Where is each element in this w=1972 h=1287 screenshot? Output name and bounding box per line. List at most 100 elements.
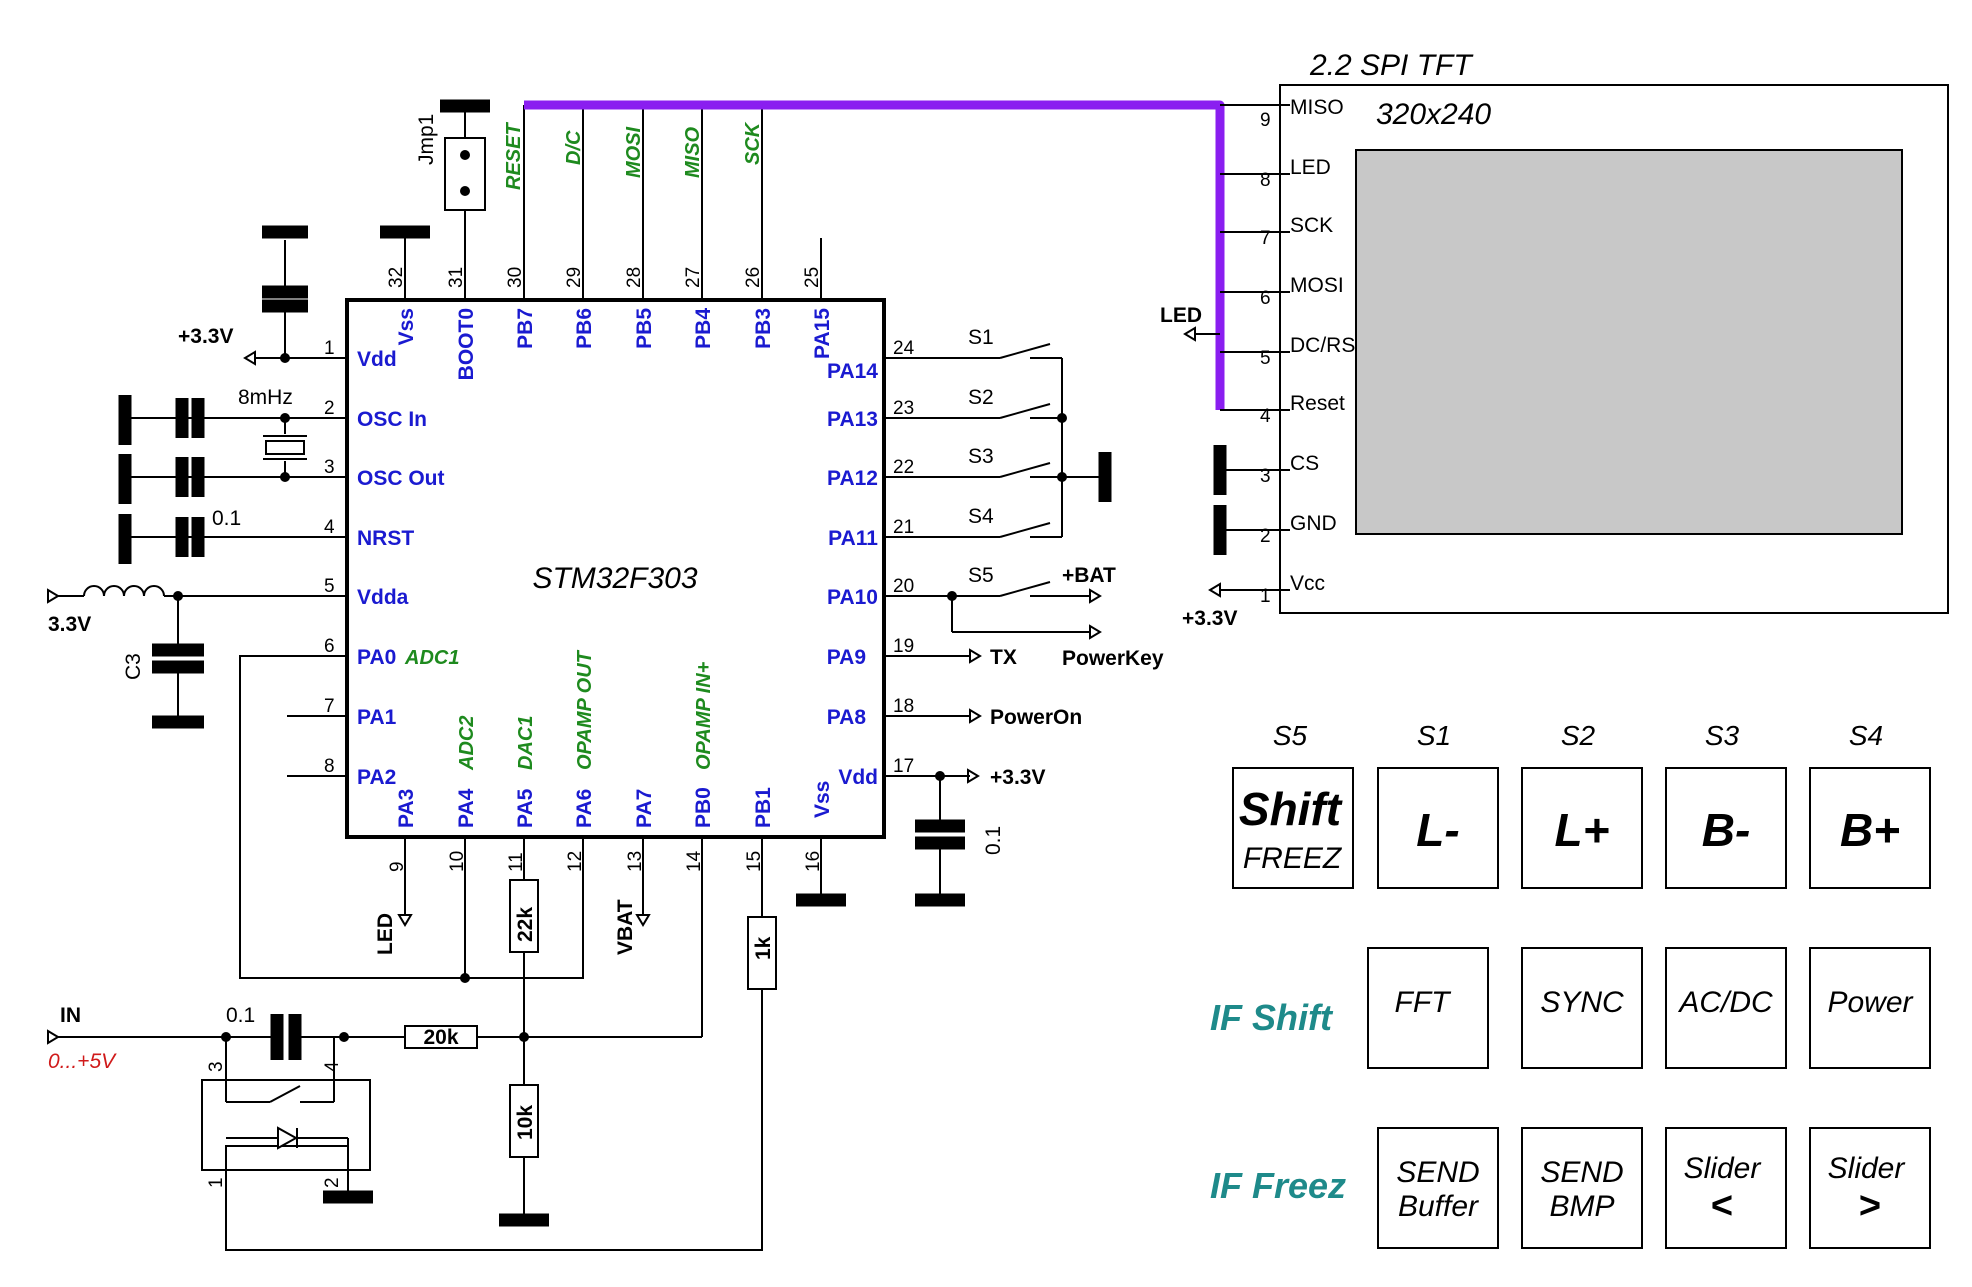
key-header: S2 (1561, 720, 1596, 751)
key-label: L+ (1555, 804, 1610, 856)
led-bottom-label: LED (374, 913, 397, 955)
key-sync (1521, 947, 1643, 1069)
pin-num: 21 (893, 517, 914, 538)
pin-name: PA11 (828, 527, 878, 550)
pin-name: PA3 (395, 789, 418, 828)
switch-group: S1 S2 S3 S4 (968, 326, 1112, 538)
in-range-label: 0...+5V (48, 1050, 117, 1073)
pin-num: 14 (684, 850, 705, 872)
tft-pin-num: 5 (1260, 348, 1271, 369)
key-fft (1367, 947, 1489, 1069)
key-label: Buffer (1398, 1190, 1479, 1223)
pin-num: 17 (893, 756, 914, 777)
pin-alt: SCK (742, 121, 764, 165)
key-acdc (1665, 947, 1787, 1069)
pin-alt: ADC1 (404, 647, 459, 669)
relay-pin2: 2 (322, 1177, 343, 1188)
tft-pin-num: 9 (1260, 110, 1271, 131)
relay-pin3: 3 (206, 1061, 227, 1072)
tft-resolution: 320x240 (1376, 98, 1491, 131)
pin-num: 31 (446, 267, 467, 288)
pin-alt: MISO (682, 126, 704, 178)
key-label: L- (1416, 804, 1459, 856)
tft-pin-num: 2 (1260, 526, 1271, 547)
cap-in-label: 0.1 (226, 1004, 255, 1027)
key-label: Shift (1239, 783, 1343, 835)
pin-alt: OPAMP IN+ (693, 661, 715, 770)
key-label: Power (1827, 986, 1913, 1019)
pin-num: 27 (683, 267, 704, 288)
pin-name: PA10 (827, 586, 878, 609)
pin-num: 15 (744, 851, 765, 872)
tft-pin-num: 7 (1260, 228, 1271, 249)
v33-right-label: +3.3V (990, 766, 1045, 789)
pin-num: 5 (324, 576, 335, 597)
mcu-body (345, 298, 886, 839)
v33-tft-label: +3.3V (1182, 607, 1237, 630)
r1k-label: 1k (752, 936, 775, 960)
pin-name: NRST (357, 527, 414, 550)
cap-label: 0.1 (212, 507, 241, 530)
tft-pin-name: GND (1290, 512, 1337, 535)
r22k-label: 22k (514, 907, 537, 942)
pin-num: 18 (893, 696, 914, 717)
pin-num: 11 (506, 852, 527, 872)
tft-pin-num: 3 (1260, 466, 1271, 487)
pin-num: 30 (505, 267, 526, 288)
pin-name: PA7 (633, 789, 656, 828)
r20k-label: 20k (423, 1026, 458, 1049)
pin-name: PA1 (357, 706, 397, 729)
key-header: S1 (1417, 720, 1451, 751)
signal-outputs: TX PowerOn (969, 646, 1082, 729)
tft-pin-name: LED (1290, 156, 1331, 179)
r10k-label: 10k (514, 1105, 537, 1140)
led-tft-label: LED (1160, 304, 1202, 327)
key-b-plus (1809, 767, 1931, 889)
pin-name: PB4 (692, 308, 715, 349)
keypad-legend: S5 S1 S2 S3 S4 Shift FREEZ L- L+ B- B+ I… (1210, 720, 1931, 1249)
pin-num: 6 (324, 636, 335, 657)
key-power (1809, 947, 1931, 1069)
pin-name: PA6 (573, 789, 596, 828)
tft-pin-name: MOSI (1290, 274, 1344, 297)
crystal-label: 8mHz (238, 386, 293, 409)
pin-name: Vdd (838, 766, 878, 789)
pin-name: PA15 (811, 308, 834, 359)
row-label-shift: IF Shift (1210, 997, 1334, 1038)
pin-name: Vss (395, 308, 418, 345)
pin-name: PA2 (357, 766, 396, 789)
tft-pin-num: 4 (1260, 406, 1271, 427)
pin-num: 12 (565, 851, 586, 872)
key-l-minus (1377, 767, 1499, 889)
mcu-name: STM32F303 (532, 562, 697, 595)
pin-name: PB6 (573, 308, 596, 349)
s2-label: S2 (968, 386, 994, 409)
mcu-top-pins: 32 31 30 29 28 27 26 25 Vss BOOT0 PB7 PB… (386, 105, 834, 380)
pin-name: OSC Out (357, 467, 445, 490)
pin-name: PA14 (827, 360, 878, 383)
pin-num: 26 (743, 267, 764, 288)
key-label: AC/DC (1677, 986, 1773, 1019)
key-label: FFT (1395, 986, 1453, 1019)
bat-label: +BAT (1062, 564, 1116, 587)
key-send-bmp (1521, 1127, 1643, 1249)
pin-alt: MOSI (623, 126, 645, 178)
tft-screen (1355, 149, 1903, 535)
key-label: Slider (1828, 1152, 1906, 1185)
s3-label: S3 (968, 445, 994, 468)
pin-num: 24 (893, 338, 915, 359)
c3-label: C3 (122, 653, 145, 680)
poweron-label: PowerOn (990, 706, 1082, 729)
spi-bus (524, 100, 1290, 411)
key-label: SEND (1396, 1156, 1479, 1189)
tft-pin-name: Vcc (1290, 572, 1325, 595)
boot0-jumper: Jmp1 (415, 99, 490, 230)
pin-name: Vdd (357, 348, 397, 371)
vbat-label: VBAT (614, 899, 637, 955)
pin-num: 19 (893, 636, 914, 657)
jmp1-label: Jmp1 (415, 114, 438, 165)
pin-name: PA13 (827, 408, 878, 431)
key-label: < (1711, 1185, 1733, 1227)
key-label: SYNC (1540, 986, 1624, 1019)
pin-alt: DAC1 (515, 716, 537, 770)
